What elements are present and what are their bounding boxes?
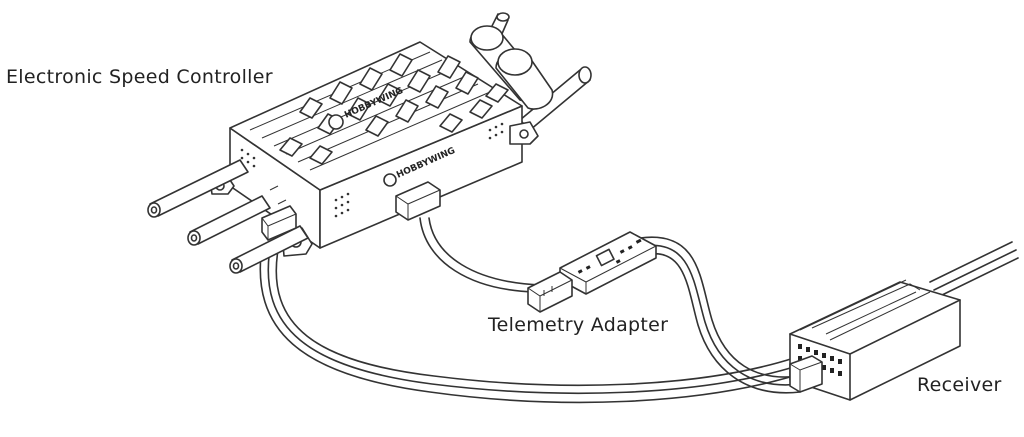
adapter-components (577, 238, 642, 274)
adapter-chip (595, 248, 615, 267)
esc-device: HOBBYWING HOBBYWING (147, 12, 592, 274)
receiver-antennas (929, 241, 1019, 297)
esc-vent-dots (240, 122, 504, 218)
esc-signal-connector (261, 181, 441, 241)
telemetry-adapter (527, 231, 657, 313)
receiver-label: Receiver (917, 374, 1002, 396)
telemetry-adapter-label: Telemetry Adapter (488, 314, 669, 336)
esc-to-receiver-cable (259, 245, 801, 404)
esc-power-rods (147, 159, 309, 274)
receiver-device (789, 241, 1019, 401)
esc-label: Electronic Speed Controller (6, 66, 273, 88)
esc-heatsink-fins (249, 51, 509, 171)
esc-capacitors (469, 25, 554, 110)
adapter-to-receiver-cable (639, 236, 801, 394)
esc-to-adapter-cable (419, 217, 541, 293)
adapter-plug (527, 271, 573, 313)
